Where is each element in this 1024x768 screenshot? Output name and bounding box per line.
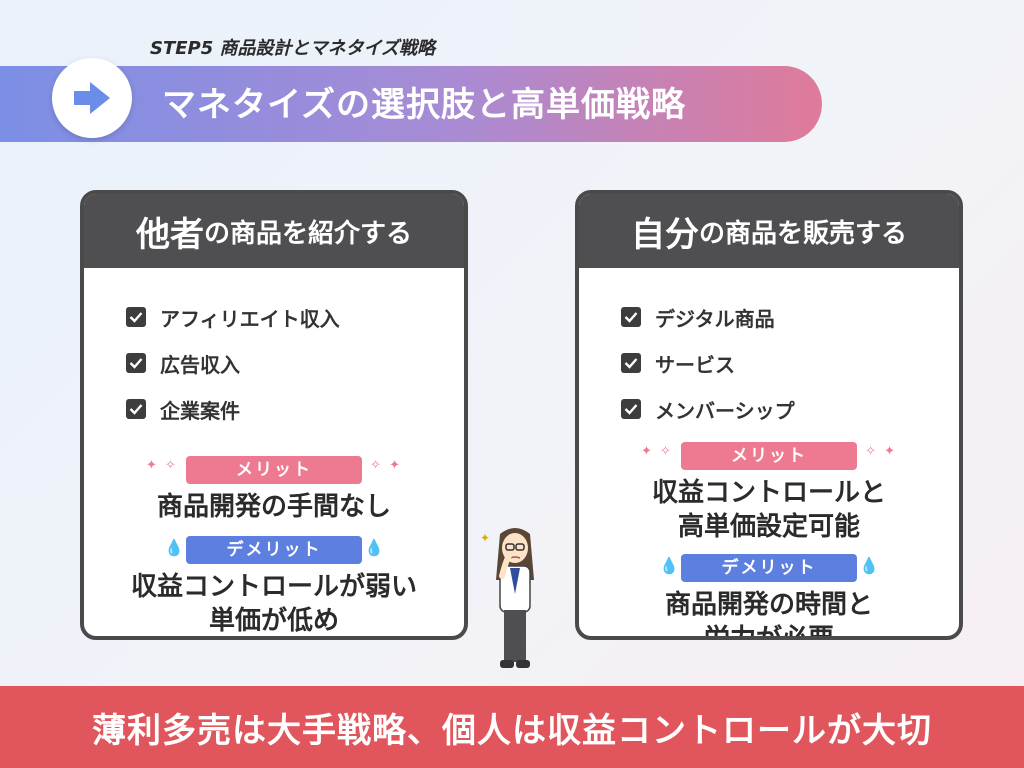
demerit-row: 💧 デメリット 💧 <box>84 536 464 566</box>
card-header-emphasis: 自分 <box>630 214 699 255</box>
card-own-products: 自分の商品を販売する デジタル商品 サービス メンバーシップ ✦ ✧ メリット … <box>575 190 963 640</box>
sparkle-icon: ✦ ✧ <box>146 458 178 473</box>
merit-text: 収益コントロールと 高単価設定可能 <box>579 476 959 544</box>
list-item-label: デジタル商品 <box>655 306 775 331</box>
demerit-line: 商品開発の時間と <box>664 590 873 620</box>
list-item-label: 広告収入 <box>160 352 240 377</box>
list-item-label: アフィリエイト収入 <box>160 306 340 331</box>
demerit-line: 労力が必要 <box>703 624 834 640</box>
merit-row: ✦ ✧ メリット ✧ ✦ <box>579 442 959 472</box>
merit-line: 高単価設定可能 <box>677 512 860 542</box>
arrow-right-icon <box>52 58 132 138</box>
demerit-badge: デメリット <box>681 554 857 582</box>
sweat-drop-icon: 💧 <box>659 556 679 575</box>
sparkle-icon: ✧ ✦ <box>370 458 402 473</box>
page-title: マネタイズの選択肢と高単価戦略 <box>162 85 686 125</box>
card-header-rest: の商品を販売する <box>698 218 907 249</box>
svg-text:✦: ✦ <box>480 531 490 545</box>
card-header: 自分の商品を販売する <box>579 194 959 268</box>
list-item: サービス <box>621 340 959 386</box>
card-header: 他者の商品を紹介する <box>84 194 464 268</box>
sweat-drop-icon: 💧 <box>859 556 879 575</box>
demerit-text: 収益コントロールが弱い 単価が低め <box>84 570 464 636</box>
thinking-person-illustration: ✦ <box>480 528 534 668</box>
merit-line: 収益コントロールと <box>651 478 886 508</box>
checkbox-checked-icon <box>621 353 641 373</box>
step-label: STEP5 商品設計とマネタイズ戦略 <box>150 38 435 59</box>
checkbox-checked-icon <box>126 353 146 373</box>
list-item-label: サービス <box>655 352 735 377</box>
list-item: 企業案件 <box>126 386 464 432</box>
merit-row: ✦ ✧ メリット ✧ ✦ <box>84 456 464 486</box>
list-item: デジタル商品 <box>621 294 959 340</box>
sweat-drop-icon: 💧 <box>364 538 384 557</box>
card-others-products: 他者の商品を紹介する アフィリエイト収入 広告収入 企業案件 ✦ ✧ メリット … <box>80 190 468 640</box>
sparkle-icon: ✦ ✧ <box>641 444 673 459</box>
list-item-label: メンバーシップ <box>655 398 795 423</box>
list-item-label: 企業案件 <box>160 398 240 423</box>
demerit-badge: デメリット <box>186 536 362 564</box>
merit-line: 商品開発の手間なし <box>156 492 391 522</box>
merit-text: 商品開発の手間なし <box>84 490 464 524</box>
sparkle-icon: ✧ ✦ <box>865 444 897 459</box>
merit-badge: メリット <box>186 456 362 484</box>
card-header-emphasis: 他者 <box>135 214 204 255</box>
list-item: メンバーシップ <box>621 386 959 432</box>
checkbox-checked-icon <box>126 399 146 419</box>
demerit-line: 収益コントロールが弱い <box>130 572 417 602</box>
demerit-line: 単価が低め <box>208 606 339 636</box>
check-list: デジタル商品 サービス メンバーシップ <box>579 294 959 432</box>
summary-banner: 薄利多売は大手戦略、個人は収益コントロールが大切 <box>0 686 1024 768</box>
checkbox-checked-icon <box>126 307 146 327</box>
checkbox-checked-icon <box>621 307 641 327</box>
list-item: 広告収入 <box>126 340 464 386</box>
card-header-rest: の商品を紹介する <box>203 218 412 249</box>
demerit-row: 💧 デメリット 💧 <box>579 554 959 584</box>
list-item: アフィリエイト収入 <box>126 294 464 340</box>
demerit-text: 商品開発の時間と 労力が必要 <box>579 588 959 640</box>
checkbox-checked-icon <box>621 399 641 419</box>
merit-badge: メリット <box>681 442 857 470</box>
sparkle-icon: ✦ <box>480 531 490 545</box>
sweat-drop-icon: 💧 <box>164 538 184 557</box>
check-list: アフィリエイト収入 広告収入 企業案件 <box>84 294 464 432</box>
title-banner <box>0 66 822 142</box>
